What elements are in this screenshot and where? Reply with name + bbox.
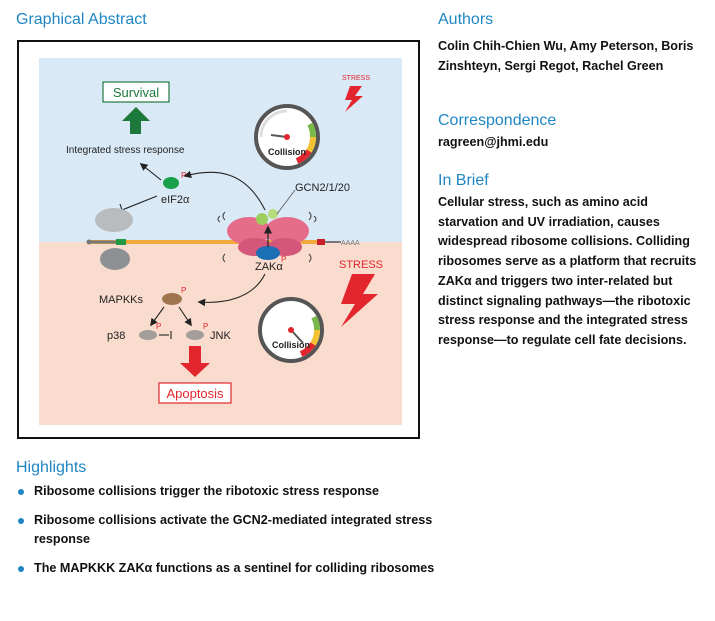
svg-text:P: P <box>181 286 186 295</box>
authors-list: Colin Chih-Chien Wu, Amy Peterson, Boris… <box>438 39 694 73</box>
svg-text:P: P <box>156 322 161 331</box>
svg-text:P: P <box>281 255 286 264</box>
graphical-abstract-title: Graphical Abstract <box>16 11 147 28</box>
p38-label: p38 <box>107 330 125 342</box>
gcn-label: GCN2/1/20 <box>295 182 350 194</box>
highlights-list: Ribosome collisions trigger the ribotoxi… <box>16 482 436 587</box>
svg-text:P: P <box>203 322 208 331</box>
poly-a-tail: AAAA <box>341 240 360 247</box>
mapkks-label: MAPKKs <box>99 294 144 306</box>
survival-arrow-head <box>122 107 150 121</box>
graphical-abstract-diagram: Survival Integrated stress response P eI… <box>39 58 402 425</box>
eif2a-shape <box>163 177 179 189</box>
correspondence-title: Correspondence <box>438 112 557 129</box>
free-ribosome-small-subunit <box>95 208 133 232</box>
stress-large-label: STRESS <box>339 259 383 271</box>
collision-gauge-bottom-icon: Collision <box>258 297 324 363</box>
isr-label: Integrated stress response <box>66 145 185 156</box>
free-ribosome-large-subunit <box>100 248 130 270</box>
stop-codon <box>317 239 325 245</box>
cytoplasm-top-background <box>39 58 402 242</box>
collision-to-mapkks-arrow <box>197 273 266 307</box>
survival-arrow-shaft <box>130 120 141 134</box>
apoptosis-arrow-head <box>180 363 210 377</box>
zak-label: ZAKα <box>255 261 283 273</box>
highlight-item: Ribosome collisions trigger the ribotoxi… <box>16 482 436 502</box>
survival-label: Survival <box>113 85 159 100</box>
highlight-item: Ribosome collisions activate the GCN2-me… <box>16 511 436 550</box>
stress-small-label: STRESS <box>342 75 370 82</box>
eif2a-to-isr-arrow <box>139 163 162 181</box>
authors-title: Authors <box>438 11 494 28</box>
correspondence-email[interactable]: ragreen@jhmi.edu <box>438 135 549 149</box>
jnk-shape <box>186 330 204 340</box>
highlights-title: Highlights <box>16 459 87 476</box>
lightning-large-icon <box>341 274 378 327</box>
jnk-label: JNK <box>210 330 231 342</box>
collision-top-label: Collision <box>268 147 306 157</box>
p38-shape <box>139 330 157 340</box>
gcn-complex <box>256 213 268 225</box>
highlight-item: The MAPKKK ZAKα functions as a sentinel … <box>16 559 436 579</box>
apoptosis-label: Apoptosis <box>166 386 224 401</box>
collision-bottom-label: Collision <box>272 340 310 350</box>
survival-box <box>102 81 170 103</box>
graphical-abstract-figure: Survival Integrated stress response P eI… <box>17 40 420 439</box>
eif2a-inhibit-line <box>121 195 158 211</box>
collision-to-eif2a-arrow <box>183 170 266 211</box>
in-brief-title: In Brief <box>438 172 489 189</box>
collided-ribosome-right <box>265 217 309 245</box>
in-brief-text: Cellular stress, such as amino acid star… <box>438 195 697 347</box>
apoptosis-arrow-shaft <box>189 346 201 364</box>
collision-gauge-top-icon: Collision <box>254 104 320 170</box>
apoptosis-box <box>158 382 232 404</box>
mapkks-shape <box>162 293 182 305</box>
start-codon <box>116 239 126 245</box>
zak-shape <box>256 246 280 260</box>
lightning-small-icon <box>345 86 363 112</box>
eif2a-label: eIF2α <box>161 194 190 206</box>
